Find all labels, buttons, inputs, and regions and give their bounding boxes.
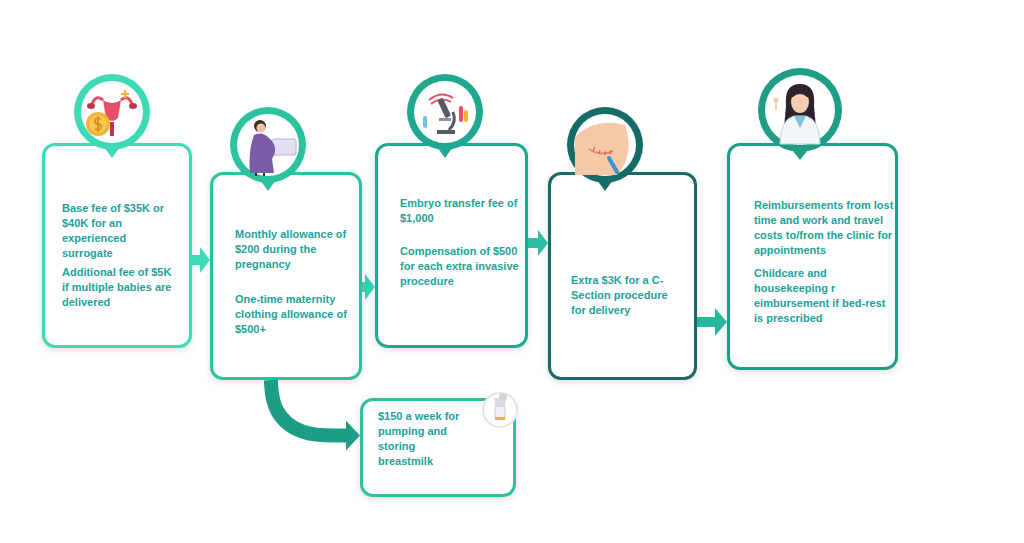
fee-text: Monthly allowance of $200 during the pre… <box>235 227 353 272</box>
fee-text: Childcare and housekeeping r eimbursemen… <box>754 266 894 326</box>
flow-arrow <box>192 255 200 265</box>
fee-box: Embryo transfer fee of $1,000Compensatio… <box>375 143 528 348</box>
fee-text: Embryo transfer fee of $1,000 <box>400 196 520 226</box>
fee-text: Additional fee of $5K if multiple babies… <box>62 265 172 310</box>
fee-box: Base fee of $35K or $40K for an experien… <box>42 143 192 348</box>
fee-text: Compensation of $500 for each extra inva… <box>400 244 520 289</box>
flow-arrow <box>362 282 365 292</box>
fee-text: $150 a week for pumping and storing brea… <box>378 409 460 469</box>
fee-text: Extra $3K for a C-Section procedure for … <box>571 273 683 318</box>
flow-arrow <box>697 317 715 327</box>
fee-box: $150 a week for pumping and storing brea… <box>360 398 516 497</box>
fee-text: One-time maternity clothing allowance of… <box>235 292 353 337</box>
fee-box: Monthly allowance of $200 during the pre… <box>210 172 362 380</box>
fee-box: Extra $3K for a C-Section procedure for … <box>548 172 697 380</box>
fee-text: Base fee of $35K or $40K for an experien… <box>62 201 172 261</box>
fee-text: Reimbursements from lost time and work a… <box>754 198 894 258</box>
flow-arrow <box>528 238 538 248</box>
flow-arrow <box>271 380 346 436</box>
fee-box: Reimbursements from lost time and work a… <box>727 143 898 370</box>
